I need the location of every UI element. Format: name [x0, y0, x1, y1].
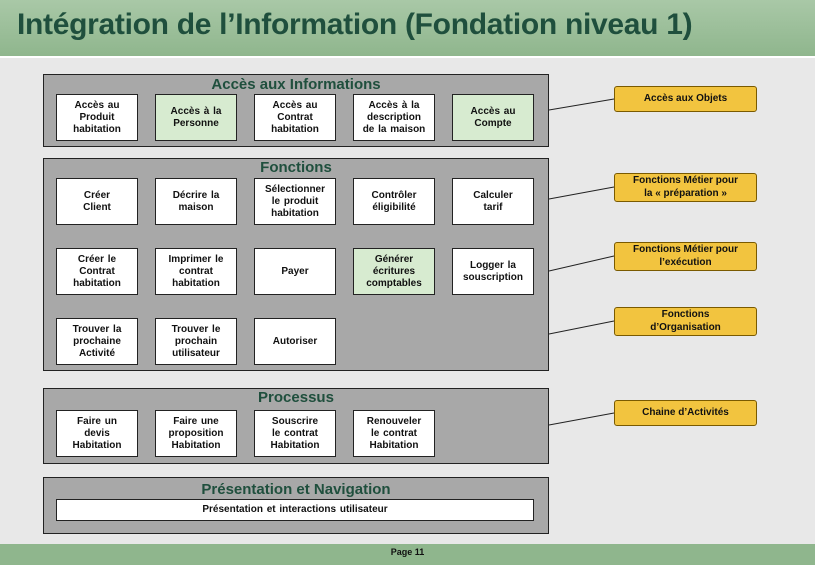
box-autoriser[interactable]: Autoriser — [254, 318, 336, 365]
header-bar: Intégration de l’Information (Fondation … — [0, 0, 815, 58]
footer-bar: Page 11 — [0, 544, 815, 565]
section-title-fonctions: Fonctions — [260, 159, 332, 176]
section-title-presentation: Présentation et Navigation — [201, 481, 391, 498]
section-title-acces: Accès aux Informations — [211, 76, 381, 93]
connector-chaine — [548, 412, 615, 426]
box-presentation-interactions[interactable]: Présentation et interactions utilisateur — [56, 499, 534, 521]
box-payer[interactable]: Payer — [254, 248, 336, 295]
connector-objets — [548, 98, 615, 111]
page-title: Intégration de l’Information (Fondation … — [17, 8, 693, 41]
connector-preparation — [548, 186, 615, 200]
section-title-processus: Processus — [258, 389, 334, 406]
page-number: Page 11 — [390, 547, 425, 557]
connector-organisation — [548, 320, 615, 335]
callout-acces-objets: Accès aux Objets — [614, 86, 757, 112]
callout-chaine-activites: Chaine d’Activités — [614, 400, 757, 426]
connector-execution — [548, 255, 615, 272]
